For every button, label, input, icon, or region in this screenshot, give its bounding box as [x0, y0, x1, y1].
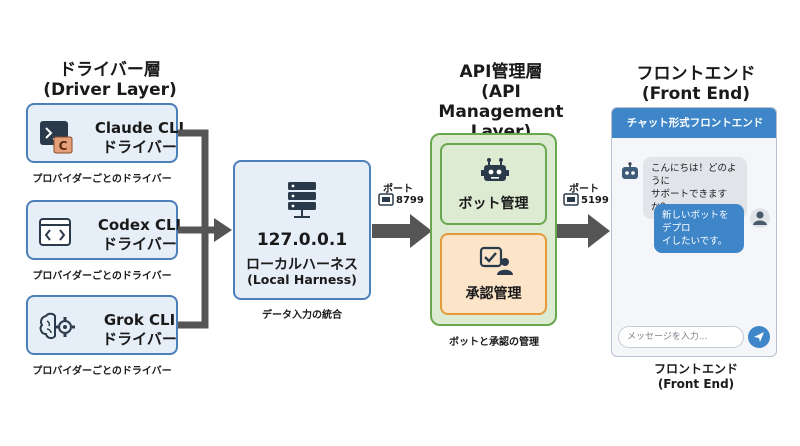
bot-management-box: ボット管理 — [440, 143, 547, 225]
api-layer-caption: ボットと承認の管理 — [449, 337, 539, 348]
frontend-title: フロントエンド (Front End) — [614, 64, 778, 104]
frontend-bottom-ja: フロントエンド — [653, 362, 738, 376]
approval-management-label: 承認管理 — [465, 286, 522, 302]
send-button[interactable] — [748, 326, 770, 348]
robot-icon — [481, 158, 509, 181]
approval-management-box: 承認管理 — [440, 233, 547, 315]
driver-name-claude: Claude CLI — [94, 119, 185, 137]
driver-sub-grok: ドライバー — [102, 330, 177, 348]
driver-box-grok: Grok CLI ドライバー — [26, 295, 178, 355]
ethernet-port-icon — [563, 193, 579, 206]
driver-box-claude: C Claude CLI ドライバー — [26, 103, 184, 163]
harness-name-en: (Local Harness) — [247, 272, 357, 287]
user-avatar-icon — [750, 208, 770, 228]
arrow-api-frontend-shaft — [557, 224, 589, 238]
arrow-api-frontend-head — [588, 214, 610, 248]
bot-management-label: ボット管理 — [458, 196, 529, 212]
ethernet-port-icon — [378, 193, 394, 206]
harness-caption: データ入力の統合 — [262, 310, 342, 321]
message-input[interactable]: メッセージを入力... — [618, 326, 744, 348]
chat-window-header: チャット形式フロントエンド — [612, 108, 776, 138]
frontend-title-ja: フロントエンド — [636, 64, 756, 84]
arrow-to-harness — [214, 218, 232, 242]
driver-name-grok: Grok CLI — [103, 311, 176, 329]
arrow-harness-api-head — [410, 214, 432, 248]
user-message-line2: イしたいです。 — [662, 236, 728, 247]
user-message-line1: 新しいボットをデプロ — [662, 210, 729, 234]
bot-message-line1: こんにちは！どのように — [651, 163, 737, 187]
chat-window-title: チャット形式フロントエンド — [626, 117, 764, 129]
code-icon — [39, 218, 71, 246]
port-label-8799: ポート — [383, 184, 413, 195]
api-layer-title-line1: API管理層 — [459, 62, 543, 82]
bot-avatar-icon — [622, 162, 638, 179]
driver-caption-codex: プロバイダーごとのドライバー — [32, 271, 172, 282]
user-message-bubble: 新しいボットをデプロ イしたいです。 — [654, 204, 744, 253]
connector-line-claude — [178, 129, 209, 230]
port-label-5199: ポート — [569, 184, 599, 195]
api-layer-title-line2: (API Management — [438, 82, 564, 122]
driver-layer-title-en: (Driver Layer) — [43, 80, 177, 100]
driver-sub-claude: ドライバー — [102, 138, 177, 156]
harness-address: 127.0.0.1 — [256, 230, 348, 250]
frontend-bottom-label: フロントエンド (Front End) — [614, 362, 778, 392]
approval-user-icon — [479, 246, 513, 275]
terminal-icon: C — [40, 121, 73, 154]
connector-line-grok — [178, 230, 209, 329]
frontend-bottom-en: (Front End) — [657, 377, 735, 391]
port-number-5199: 5199 — [581, 195, 609, 206]
send-icon — [754, 332, 764, 342]
message-input-placeholder: メッセージを入力... — [627, 332, 708, 342]
driver-caption-claude: プロバイダーごとのドライバー — [32, 174, 172, 185]
api-layer-box: ボット管理 承認管理 — [430, 133, 557, 326]
driver-box-codex: Codex CLI ドライバー — [26, 200, 181, 260]
brain-gear-icon — [39, 312, 75, 340]
driver-sub-codex: ドライバー — [102, 235, 177, 253]
port-number-8799: 8799 — [396, 195, 424, 206]
frontend-title-en: (Front End) — [641, 84, 751, 104]
svg-text:C: C — [59, 139, 68, 153]
driver-layer-title: ドライバー層 (Driver Layer) — [30, 60, 190, 100]
local-harness-box: 127.0.0.1 ローカルハーネス (Local Harness) — [233, 160, 371, 300]
harness-name-ja: ローカルハーネス — [246, 257, 358, 273]
api-layer-title: API管理層 (API Management Layer) — [420, 62, 582, 142]
arrow-harness-api-shaft — [372, 224, 412, 238]
driver-name-codex: Codex CLI — [97, 216, 182, 234]
driver-caption-grok: プロバイダーごとのドライバー — [32, 366, 172, 377]
server-icon — [288, 182, 316, 218]
driver-layer-title-ja: ドライバー層 — [59, 60, 161, 80]
chat-window: チャット形式フロントエンド こんにちは！どのように サポートできますか？ 新しい… — [611, 107, 777, 357]
